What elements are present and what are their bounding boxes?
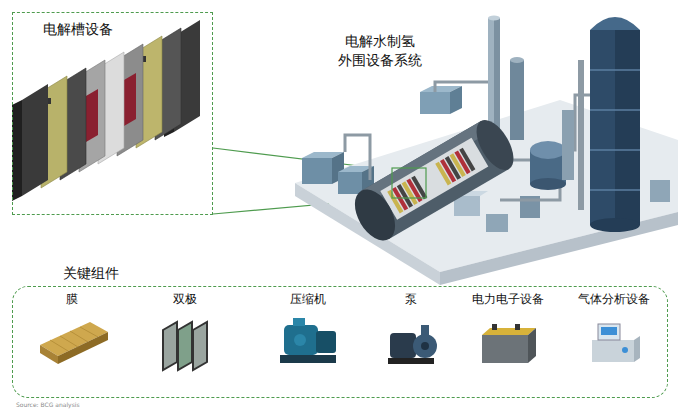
component-panel: 关键组件 (12, 286, 668, 398)
illustration-part (530, 141, 566, 159)
illustration-part (284, 325, 318, 355)
membrane-icon (40, 322, 108, 364)
illustration-part (280, 355, 336, 363)
illustration-part (590, 109, 640, 111)
illustration-part (615, 30, 640, 225)
illustration-part (347, 183, 404, 248)
source-note: Source: BCG analysis (16, 401, 80, 409)
illustration-part (421, 342, 429, 350)
illustration-part (590, 218, 640, 232)
illustration-part (650, 180, 670, 202)
illustration-part (293, 318, 305, 326)
illustration-part (486, 214, 508, 232)
illustration-part (488, 16, 500, 21)
storage-silo (578, 17, 640, 232)
illustration-part (590, 149, 640, 151)
electrolyzer-tank (347, 114, 521, 247)
component-label: 电力电子设备 (472, 291, 544, 307)
electrolyzer-stack (12, 20, 200, 201)
illustration-part (440, 212, 678, 285)
illustration-part (411, 176, 427, 200)
component-label: 膜 (66, 291, 78, 307)
illustration-part (124, 73, 136, 126)
illustration-part (622, 347, 628, 353)
illustration-part (22, 84, 48, 196)
box-title: 关键组件 (63, 265, 119, 282)
illustration-part (435, 82, 494, 92)
illustration-part (590, 70, 640, 190)
illustration-part (388, 358, 434, 364)
illustration-part (598, 324, 620, 340)
inset-box: 电解槽设备 (12, 12, 213, 215)
illustration-part (12, 100, 22, 201)
illustration-part (515, 324, 520, 330)
illustration-part (60, 336, 78, 347)
bipolar-plate-icon (163, 322, 207, 370)
illustration-part (450, 86, 462, 114)
zoom-marker (392, 168, 426, 198)
illustration-part (634, 336, 640, 362)
illustration-part (601, 327, 617, 335)
illustration-part (482, 335, 528, 363)
illustration-part (459, 148, 475, 172)
component-label: 泵 (405, 291, 417, 307)
compressor-icon (280, 318, 336, 363)
pump-icon (388, 325, 437, 364)
illustration-part (390, 333, 416, 358)
illustration-part (80, 327, 98, 337)
illustration-part (482, 328, 536, 335)
illustration-part (590, 69, 640, 71)
gas-analyzer-icon (592, 324, 640, 362)
illustration-part (590, 189, 640, 191)
illustration-part (510, 60, 524, 140)
illustration-part (420, 92, 450, 114)
illustration-part (530, 178, 566, 190)
illustration-part (163, 322, 177, 370)
component-label: 气体分析设备 (578, 291, 650, 307)
illustration-part (338, 172, 362, 194)
storage-tanks (530, 110, 574, 190)
component-label: 压缩机 (290, 291, 326, 307)
illustration-part (178, 322, 192, 370)
illustration-part (70, 331, 88, 342)
illustration-part (454, 196, 480, 216)
system-label: 电解水制氢 外围设备系统 (320, 32, 440, 70)
illustration-part (50, 340, 68, 351)
illustration-part (380, 138, 488, 220)
power-electronics-icon (482, 324, 536, 363)
illustration-part (592, 340, 634, 362)
illustration-part (345, 135, 370, 180)
illustration-part (578, 60, 584, 210)
illustration-part (302, 158, 332, 184)
illustration-part (510, 57, 524, 63)
illustration-part (590, 17, 640, 30)
illustration-part (590, 30, 640, 225)
illustration-part (294, 334, 306, 346)
illustration-part (193, 322, 207, 370)
illustration-part (492, 324, 497, 330)
illustration-part (316, 331, 336, 353)
illustration-part (58, 332, 108, 364)
illustration-part (528, 328, 536, 363)
illustration-part (413, 334, 437, 358)
illustration-part (562, 110, 574, 180)
illustration-part (86, 89, 98, 142)
illustration-part (50, 327, 98, 351)
illustration-part (421, 325, 429, 335)
component-label: 双极 (173, 291, 197, 307)
illustration-part (40, 345, 58, 364)
box-title: 电解槽设备 (43, 21, 113, 38)
